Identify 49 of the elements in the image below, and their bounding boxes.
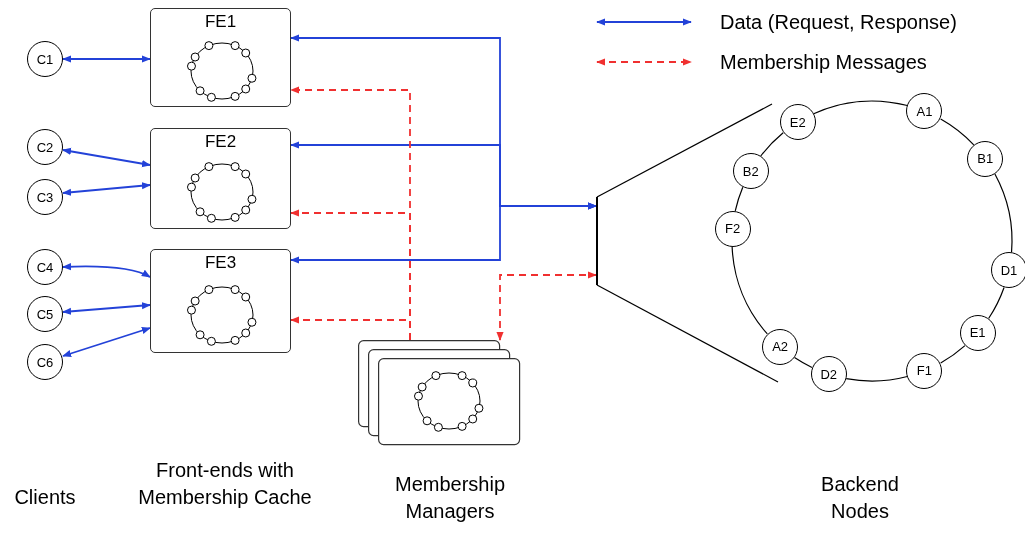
arrow: [62, 182, 151, 196]
client-circle: C3: [27, 179, 63, 215]
node-circle: A1: [906, 93, 943, 130]
column-label: Clients: [13, 485, 77, 510]
node-circle: A2: [762, 328, 799, 365]
arrow: [62, 302, 151, 315]
node-circle: B1: [967, 140, 1004, 177]
ring-arc: [813, 100, 908, 115]
node-circle: B2: [732, 153, 769, 189]
ring-arc: [734, 186, 744, 212]
manager-stack: [358, 340, 521, 446]
bracket-line: [596, 197, 598, 285]
frontend-box: [150, 249, 291, 353]
ring-arc: [793, 357, 813, 369]
client-circle: C4: [27, 249, 63, 285]
frontend-box: [150, 128, 291, 229]
dashed-arrow: [496, 271, 597, 341]
arrow: [290, 202, 597, 264]
legend-text: Membership Messages: [720, 50, 927, 74]
ring-arc: [988, 286, 1005, 320]
ring-arc: [940, 345, 966, 364]
node-circle: E2: [779, 104, 816, 141]
node-circle: E1: [959, 314, 996, 351]
node-circle: F1: [906, 352, 943, 389]
box-title: FE2: [203, 132, 238, 152]
arrow: [62, 147, 151, 168]
node-circle: D1: [990, 252, 1025, 289]
column-label: Membership Managers: [393, 472, 506, 524]
node-circle: D2: [810, 356, 847, 393]
ring-arc: [731, 246, 768, 335]
node-circle: F2: [714, 210, 751, 247]
ring-arc: [994, 173, 1013, 253]
legend-text: Data (Request, Response): [720, 10, 957, 34]
ring-arc: [760, 132, 784, 157]
client-circle: C5: [27, 296, 63, 332]
dashed-arrow: [290, 316, 411, 341]
ring-arc: [940, 118, 975, 146]
arrow: [62, 263, 151, 278]
box-title: FE1: [203, 12, 238, 32]
ring-arc: [845, 375, 908, 382]
arrow: [62, 55, 151, 63]
arrow: [62, 327, 151, 357]
column-label: Backend Nodes: [820, 472, 900, 524]
column-label: Front-ends with Membership Cache: [137, 458, 313, 510]
client-circle: C1: [27, 41, 63, 77]
client-circle: C2: [27, 129, 63, 165]
box-title: FE3: [203, 253, 238, 273]
frontend-box: [150, 8, 291, 107]
client-circle: C6: [27, 344, 63, 380]
